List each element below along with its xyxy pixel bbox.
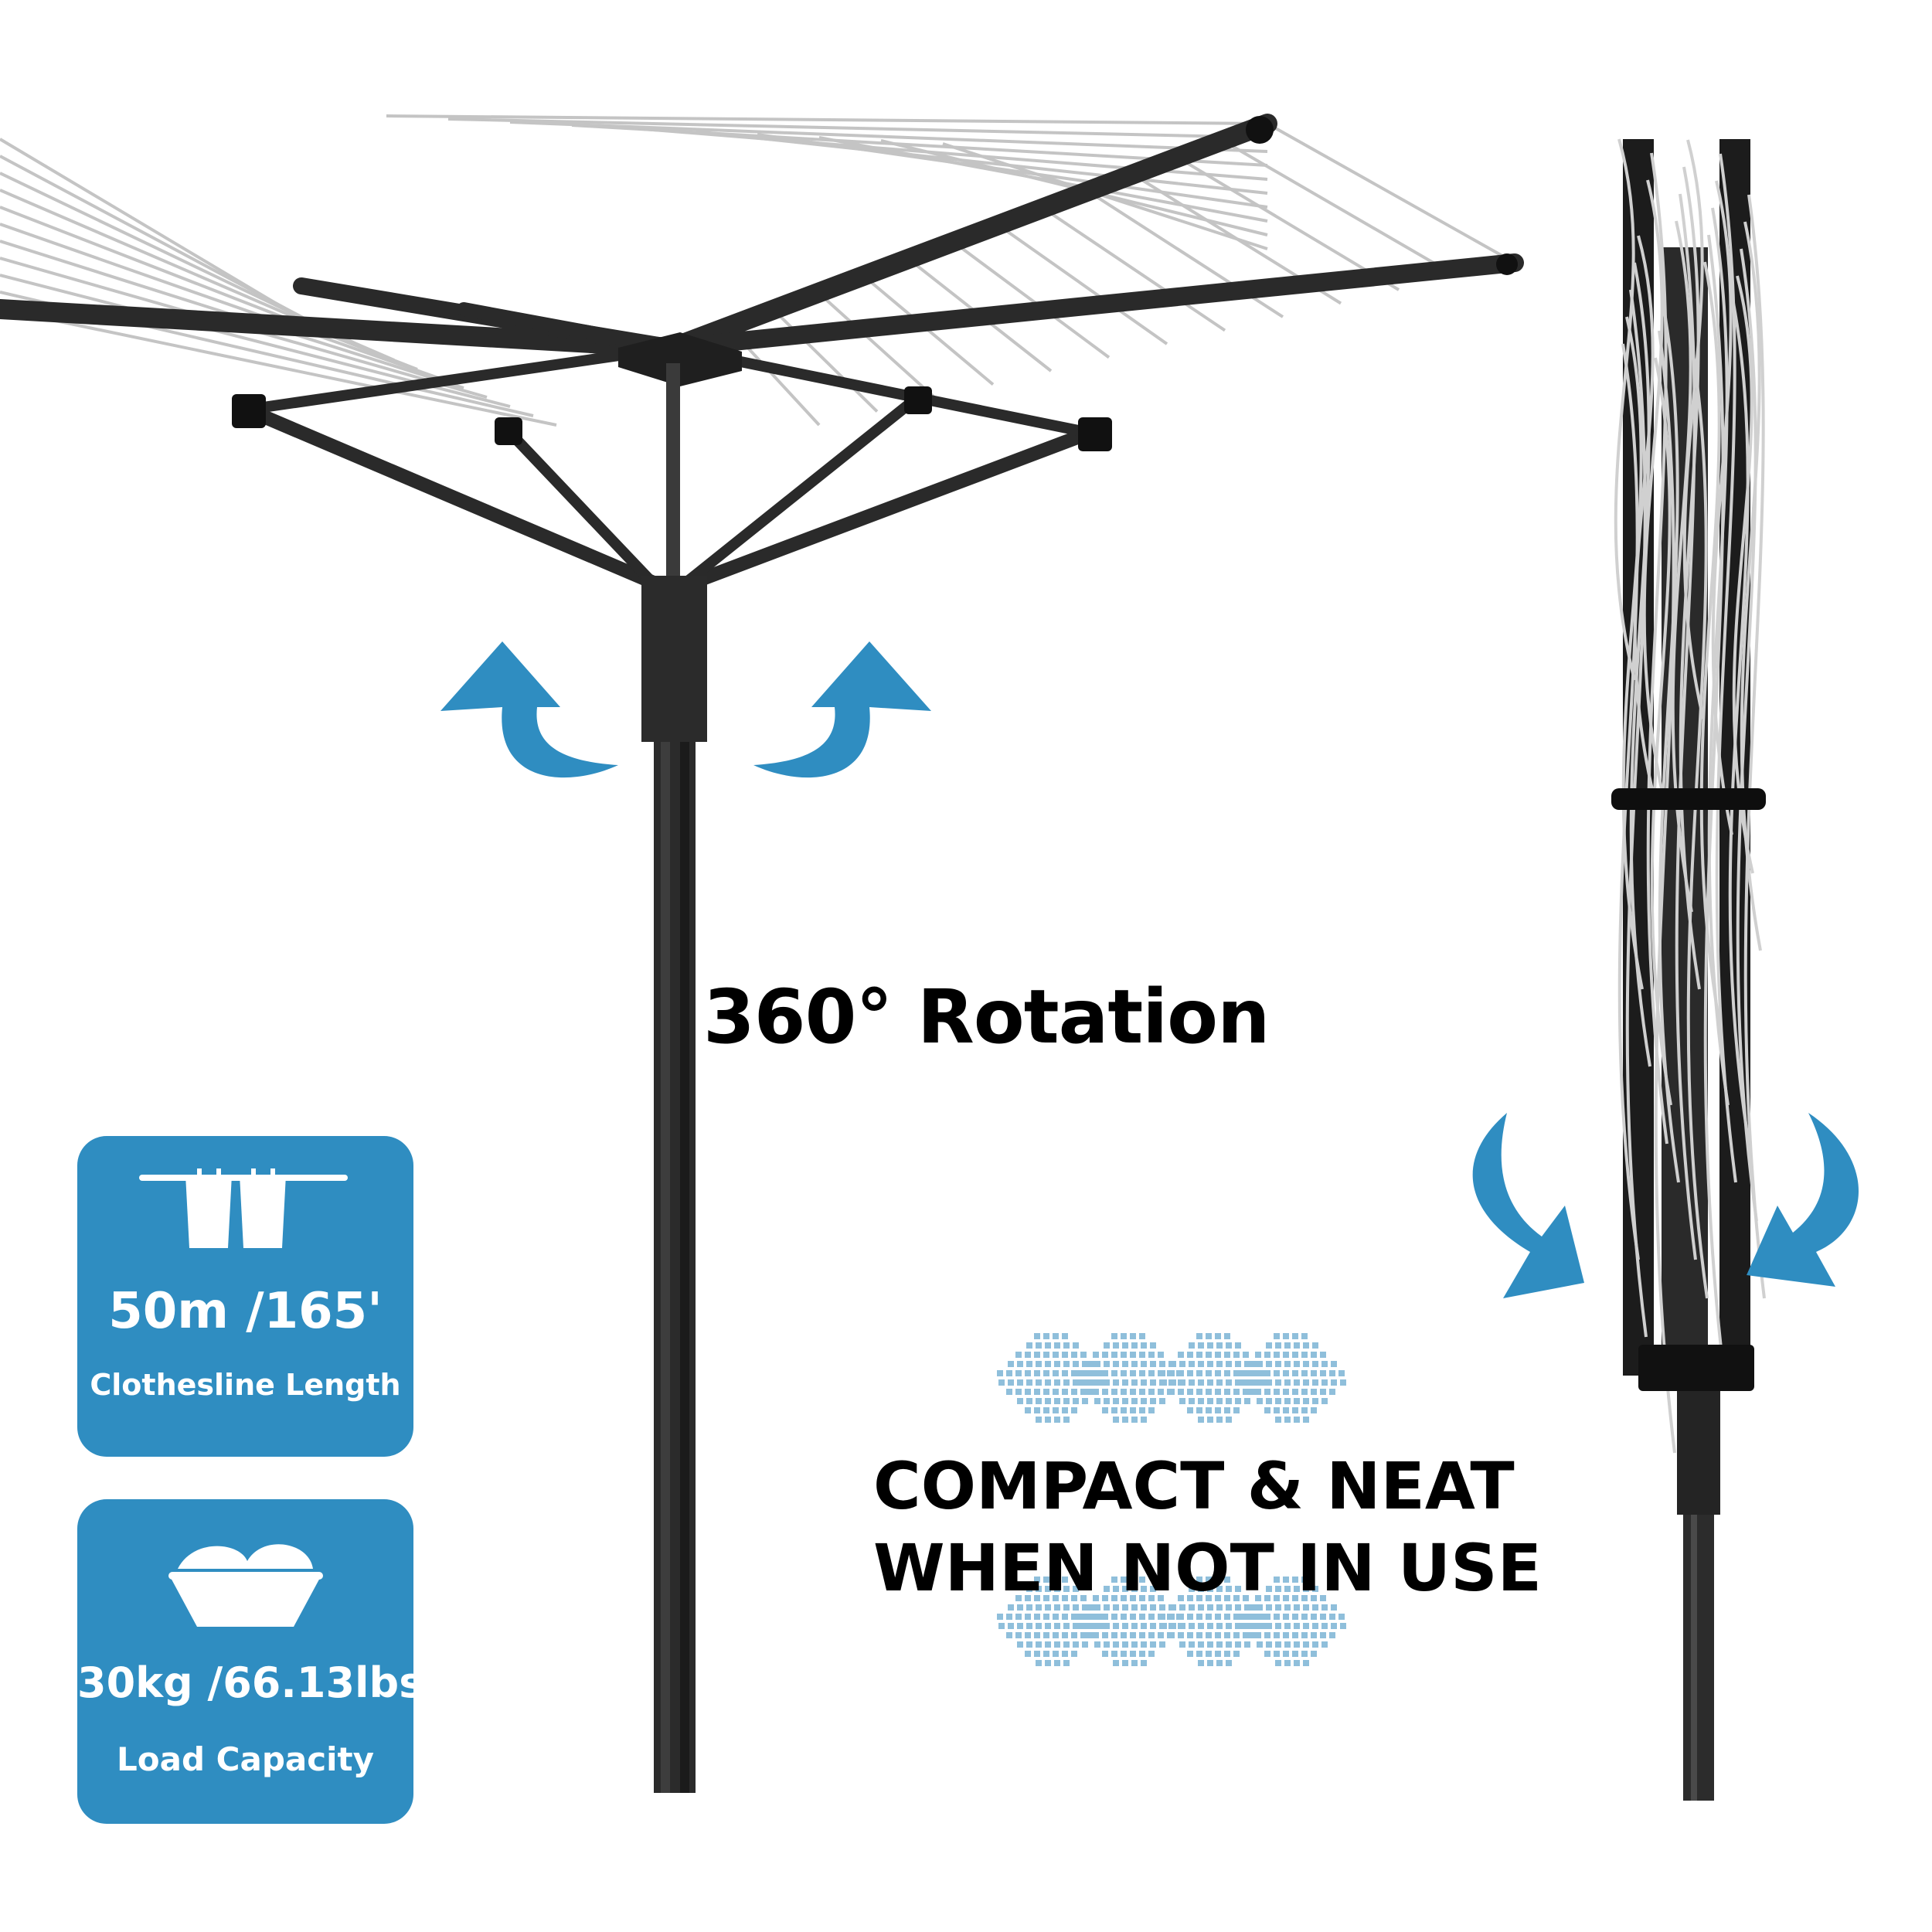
fold-in-right-arrow-icon xyxy=(1747,1113,1859,1287)
clothesline-length-caption: Clothesline Length xyxy=(90,1368,401,1402)
clothesline-length-value: 50m /165' xyxy=(108,1283,383,1340)
load-capacity-caption: Load Capacity xyxy=(117,1740,374,1778)
rotation-feature-label: 360° Rotation xyxy=(703,974,1270,1060)
fold-in-left-arrow-icon xyxy=(1472,1113,1584,1298)
clothesline-length-card: 50m /165' Clothesline Length xyxy=(77,1136,413,1457)
folded-rotary-airer xyxy=(1611,138,1766,1801)
compact-title-line-2: WHEN NOT IN USE xyxy=(873,1530,1543,1606)
rotate-right-arrow-icon xyxy=(753,641,931,778)
load-capacity-card: 30kg /66.13lbs Load Capacity xyxy=(77,1499,424,1824)
open-rotary-airer xyxy=(0,114,1524,1793)
load-capacity-value: 30kg /66.13lbs xyxy=(77,1658,424,1707)
laundry-basket-icon xyxy=(168,1544,323,1627)
rotate-left-arrow-icon xyxy=(440,641,618,778)
compact-feature-title: COMPACT & NEAT WHEN NOT IN USE xyxy=(873,1445,1543,1609)
compact-title-line-1: COMPACT & NEAT xyxy=(873,1448,1515,1524)
double-chevron-icon xyxy=(997,1333,1346,1666)
clothesline-icon xyxy=(139,1168,348,1248)
